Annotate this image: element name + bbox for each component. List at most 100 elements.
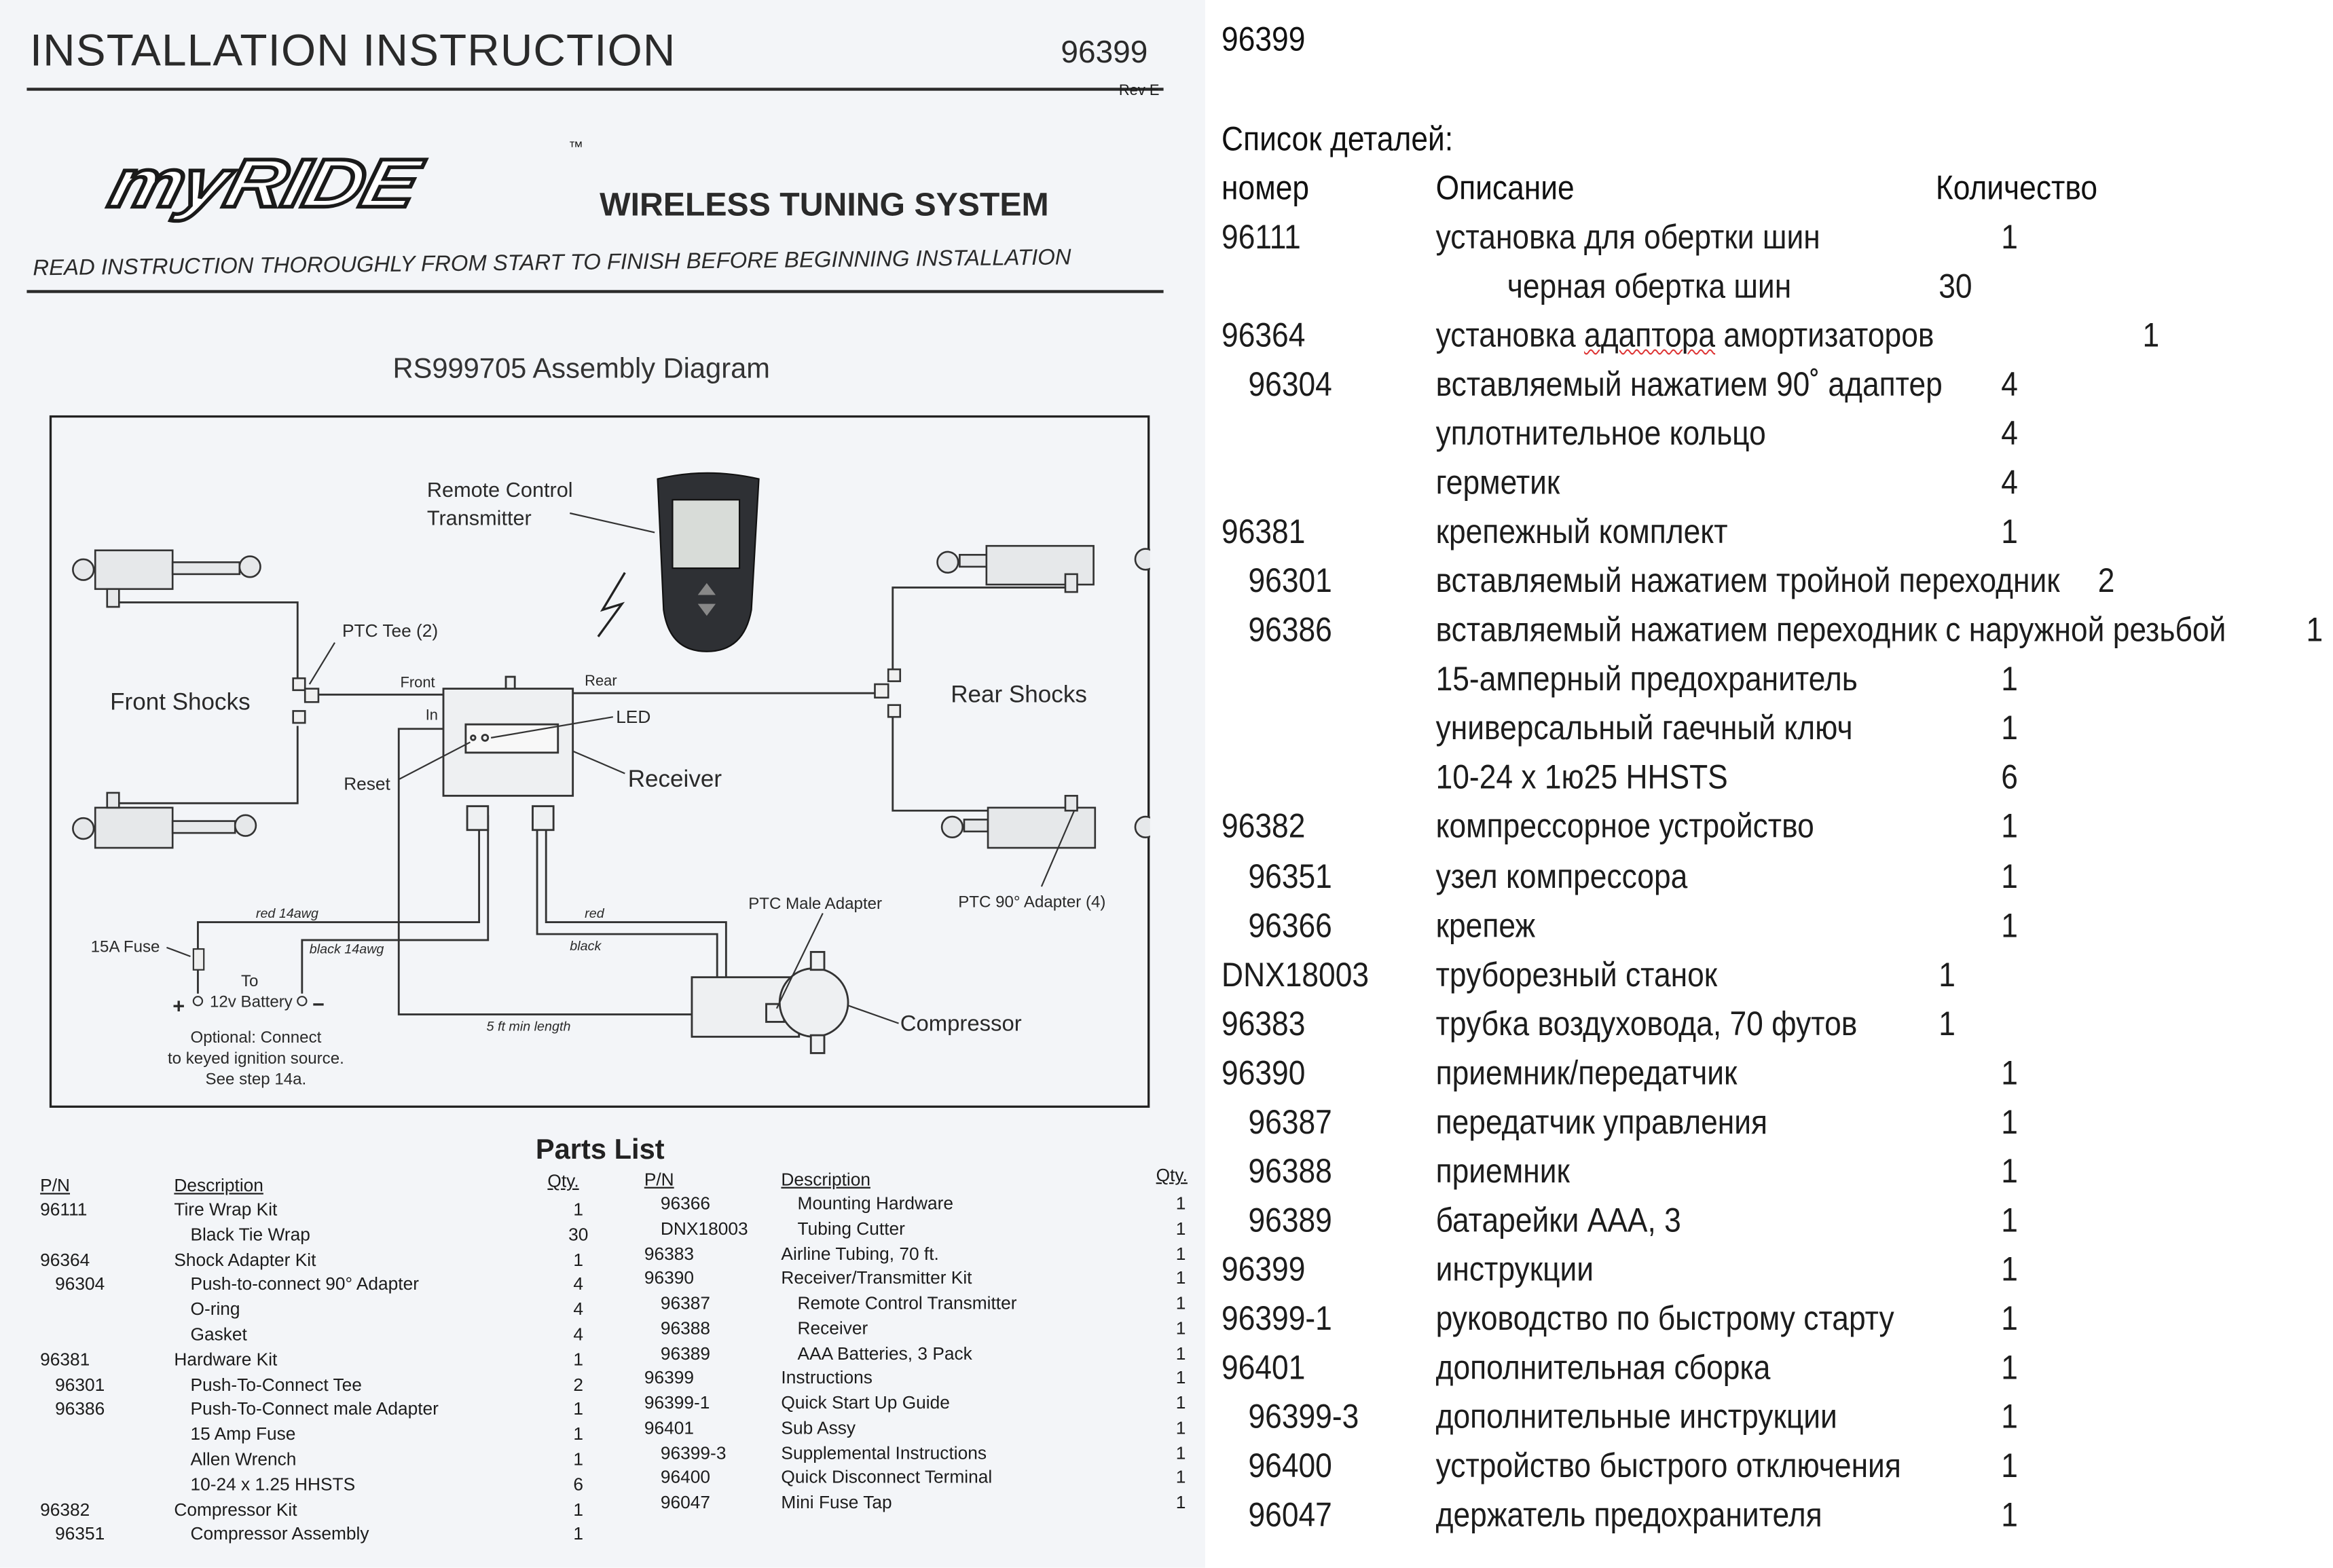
part-description: Gasket <box>190 1324 247 1345</box>
ru-part-quantity: 1 <box>2306 610 2323 650</box>
ru-part-quantity: 1 <box>2001 1347 2018 1387</box>
ru-part-description: 10-24 x 1ю25 HHSTS <box>1435 758 1728 797</box>
ru-part-quantity: 1 <box>2001 659 2018 698</box>
ru-description-word: амортизаторов <box>1715 315 1934 354</box>
ru-part-description: 15-амперный предохранитель <box>1435 659 1858 698</box>
page-title: INSTALLATION INSTRUCTION <box>29 26 676 76</box>
ru-part-quantity: 1 <box>2142 315 2160 354</box>
part-number: DNX18003 <box>660 1218 748 1239</box>
ru-parts-row: 96389 батарейки AAA, 3 1 <box>1205 1200 2333 1249</box>
left-header-pn: P/N <box>40 1175 71 1196</box>
ru-part-quantity: 1 <box>2001 806 2018 846</box>
ru-part-number: 96304 <box>1248 365 1332 404</box>
ru-part-number: 96390 <box>1221 1052 1306 1091</box>
part-description: Quick Disconnect Terminal <box>781 1467 993 1488</box>
label-front: Front <box>400 673 435 690</box>
down-arrow-icon <box>697 603 716 616</box>
part-number: 96382 <box>40 1498 90 1520</box>
label-15a-fuse: 15A Fuse <box>91 937 160 956</box>
label-receiver: Receiver <box>628 766 722 792</box>
label-reset: Reset <box>344 774 390 794</box>
label-12v-battery: 12v Battery <box>210 993 293 1011</box>
ru-document-number: 96399 <box>1221 19 1306 58</box>
label-led: LED <box>616 707 650 727</box>
ru-part-description: батарейки AAA, 3 <box>1435 1199 1681 1239</box>
right-header-pn: P/N <box>644 1169 674 1191</box>
part-description: Receiver/Transmitter Kit <box>781 1267 972 1289</box>
part-number: 96366 <box>660 1193 711 1214</box>
part-quantity: 1 <box>573 1199 583 1220</box>
ru-part-number: 96351 <box>1248 856 1332 895</box>
part-quantity: 1 <box>573 1449 583 1470</box>
myride-logo: myRIDE ™ <box>100 140 583 224</box>
ru-part-quantity: 1 <box>2001 1199 2018 1239</box>
english-instruction-page: INSTALLATION INSTRUCTION 96399 Rev E myR… <box>0 0 1205 1568</box>
part-description: Tubing Cutter <box>797 1218 905 1239</box>
ru-part-description: герметик <box>1435 462 1560 502</box>
part-quantity: 1 <box>573 1398 583 1420</box>
label-ptc-90-adapter: PTC 90° Adapter (4) <box>958 893 1105 912</box>
part-quantity: 2 <box>573 1373 583 1395</box>
revision-label: Rev E <box>1118 83 1160 100</box>
label-remote-control: Remote Control <box>427 479 573 502</box>
ru-part-description: инструкции <box>1435 1249 1594 1288</box>
assembly-diagram: Remote Control Transmitter PTC Tee (2) F… <box>49 415 1150 1108</box>
compressor <box>691 951 849 1054</box>
part-quantity: 4 <box>573 1324 583 1345</box>
ru-part-number: 96400 <box>1248 1445 1332 1485</box>
black-wire <box>536 815 718 979</box>
ru-part-number: 96383 <box>1221 1003 1306 1043</box>
ru-part-quantity: 1 <box>2001 1151 2018 1190</box>
ru-part-description: уплотнительное кольцо <box>1435 413 1766 453</box>
label-plus: + <box>172 994 185 1018</box>
part-description: Shock Adapter Kit <box>174 1248 316 1270</box>
part-quantity: 1 <box>1175 1292 1186 1313</box>
left-header-qty: Qty. <box>547 1170 579 1192</box>
ru-part-quantity: 1 <box>2001 708 2018 747</box>
ru-part-number: 96389 <box>1248 1199 1332 1239</box>
positive-terminal-icon <box>192 996 204 1007</box>
ru-part-quantity: 30 <box>1939 266 1972 305</box>
ru-part-description: руководство по быстрому старту <box>1435 1298 1894 1337</box>
part-quantity: 1 <box>1175 1491 1186 1513</box>
part-number: 96364 <box>40 1248 90 1270</box>
part-description: Compressor Kit <box>174 1498 297 1520</box>
parts-list-title: Parts List <box>535 1134 665 1166</box>
ru-part-quantity: 1 <box>2001 1396 2018 1436</box>
document-number: 96399 <box>1061 35 1148 70</box>
rear-top-air-line <box>892 586 1071 682</box>
ru-part-quantity: 1 <box>2001 1102 2018 1141</box>
ru-part-description: установка для обертки шин <box>1435 217 1820 256</box>
ru-part-description: трубка воздуховода, 70 футов <box>1435 1003 1858 1043</box>
part-quantity: 1 <box>1175 1367 1186 1389</box>
remote-screen <box>672 499 741 570</box>
remote-control-transmitter-image <box>657 472 760 652</box>
part-number: 96386 <box>55 1398 105 1420</box>
ru-part-number: 96387 <box>1248 1102 1332 1141</box>
ru-parts-row: 15-амперный предохранитель 1 <box>1205 660 2333 709</box>
ru-part-description: узел компрессора <box>1435 856 1688 895</box>
rear-bottom-air-line <box>892 717 1071 812</box>
russian-translation-page: 96399 Список деталей: номер Описание Кол… <box>1205 0 2333 1568</box>
part-description: Push-to-connect 90° Adapter <box>190 1273 419 1295</box>
part-description: Tire Wrap Kit <box>174 1199 278 1220</box>
part-description: Push-To-Connect male Adapter <box>190 1398 439 1420</box>
ru-part-description: установка адаптора амортизаторов <box>1436 316 1934 356</box>
part-number: 96399 <box>644 1367 694 1389</box>
ru-part-number: 96047 <box>1248 1495 1332 1534</box>
label-red-14awg: red 14awg <box>256 906 318 921</box>
ru-part-quantity: 1 <box>2001 1052 2018 1091</box>
diagram-title: RS999705 Assembly Diagram <box>392 354 770 386</box>
label-red: red <box>585 906 605 921</box>
